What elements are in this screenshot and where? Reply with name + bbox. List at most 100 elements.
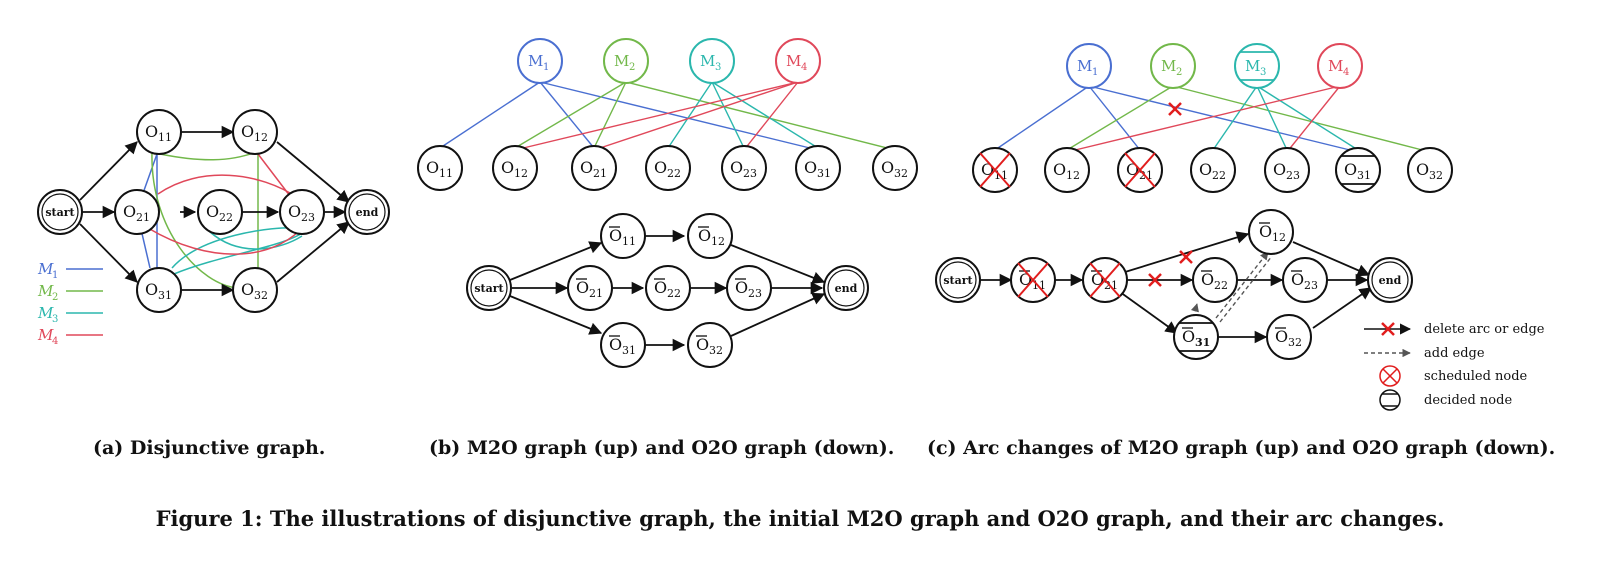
svg-text:O: O <box>698 226 711 245</box>
panel-c-o2o-end <box>1367 257 1413 303</box>
svg-text:O: O <box>1201 270 1214 289</box>
panel-b-o2o-arcs <box>509 229 826 352</box>
panel-c-machine-2 <box>1150 43 1196 89</box>
svg-text:1: 1 <box>543 62 549 73</box>
panel-c-o2o-arcs <box>980 231 1373 344</box>
svg-text:23: 23 <box>1286 169 1300 182</box>
panel-a-end-label: end <box>356 206 379 219</box>
legend-add-label: add edge <box>1424 346 1485 361</box>
panel-a-node-end <box>344 189 390 235</box>
svg-text:12: 12 <box>1066 169 1080 182</box>
svg-text:2: 2 <box>52 292 58 303</box>
svg-text:M: M <box>700 52 715 70</box>
svg-text:O: O <box>696 335 709 354</box>
panel-b-op-o31 <box>795 145 841 191</box>
svg-text:M: M <box>1077 57 1092 75</box>
scheduled-node-icon <box>1379 365 1401 387</box>
svg-text:O: O <box>1199 160 1212 179</box>
svg-text:32: 32 <box>709 344 723 357</box>
svg-text:O: O <box>206 202 219 221</box>
svg-text:M: M <box>37 282 54 300</box>
panel-c-o2o-o31-decided <box>1173 314 1219 360</box>
svg-text:12: 12 <box>1272 231 1286 244</box>
svg-text:M: M <box>1245 57 1260 75</box>
panel-b-machine-1 <box>517 38 563 84</box>
svg-text:O: O <box>609 335 622 354</box>
panel-b-op-o23 <box>721 145 767 191</box>
decided-node-icon <box>1379 389 1401 411</box>
caption-c: (c) Arc changes of M2O graph (up) and O2… <box>927 437 1556 459</box>
panel-a-o21-sub: 21 <box>136 211 150 224</box>
panel-a-node-o21 <box>114 189 160 235</box>
panel-b-op-o21 <box>571 145 617 191</box>
panel-c-o2o-start <box>935 257 981 303</box>
panel-c-op-o23 <box>1264 147 1310 193</box>
panel-b-o2o-start <box>466 265 512 311</box>
svg-text:O: O <box>1291 270 1304 289</box>
svg-text:M: M <box>614 52 629 70</box>
svg-text:start: start <box>943 274 973 287</box>
panel-c-op-o31-decided <box>1335 147 1381 193</box>
svg-text:O: O <box>580 158 593 177</box>
panel-b-o2o-o11 <box>600 213 646 259</box>
svg-text:O: O <box>576 278 589 297</box>
svg-text:end: end <box>835 282 858 295</box>
svg-text:end: end <box>1379 274 1402 287</box>
svg-text:O: O <box>804 158 817 177</box>
panel-a-o12-sub: 12 <box>254 131 268 144</box>
panel-b-o2o-o12 <box>687 213 733 259</box>
panel-b-op-o11 <box>417 145 463 191</box>
panel-a-conjunctive-arcs <box>79 125 350 297</box>
caption-a: (a) Disjunctive graph. <box>93 437 326 459</box>
panel-b-op-o12 <box>492 145 538 191</box>
svg-text:O: O <box>241 280 254 299</box>
panel-a-node-o11 <box>136 109 182 155</box>
svg-text:4: 4 <box>801 62 807 73</box>
svg-text:O: O <box>123 202 136 221</box>
svg-text:O: O <box>426 158 439 177</box>
panel-c-machine-3-decided <box>1234 43 1280 89</box>
svg-text:22: 22 <box>1212 169 1226 182</box>
panel-b-machine-3 <box>689 38 735 84</box>
svg-text:3: 3 <box>715 62 721 73</box>
panel-b-m2o-edges <box>439 81 896 151</box>
panel-c-m2o-delete-mark <box>1168 102 1182 116</box>
svg-text:21: 21 <box>589 287 603 300</box>
panel-b-o2o-o21 <box>567 265 613 311</box>
svg-text:3: 3 <box>52 314 58 325</box>
caption-b: (b) M2O graph (up) and O2O graph (down). <box>429 437 895 459</box>
svg-text:O: O <box>1275 327 1288 346</box>
svg-text:2: 2 <box>1176 67 1182 78</box>
panel-b-op-o22 <box>645 145 691 191</box>
panel-b-o2o-o31 <box>600 322 646 368</box>
panel-b-o2o-o23 <box>726 265 772 311</box>
svg-text:O: O <box>501 158 514 177</box>
panel-c-op-o32 <box>1407 147 1453 193</box>
svg-text:O: O <box>1344 160 1357 179</box>
panel-c-o2o-o22 <box>1192 257 1238 303</box>
svg-text:11: 11 <box>622 235 636 248</box>
svg-text:O: O <box>730 158 743 177</box>
svg-text:O: O <box>1182 327 1195 346</box>
svg-text:O: O <box>241 122 254 141</box>
svg-text:32: 32 <box>1288 336 1302 349</box>
svg-text:2: 2 <box>629 62 635 73</box>
figure-caption: Figure 1: The illustrations of disjuncti… <box>155 506 1445 531</box>
svg-text:12: 12 <box>514 167 528 180</box>
svg-text:23: 23 <box>748 287 762 300</box>
svg-text:start: start <box>474 282 504 295</box>
svg-text:31: 31 <box>817 167 831 180</box>
panel-c-op-o22 <box>1190 147 1236 193</box>
panel-b-o2o-end <box>823 265 869 311</box>
svg-text:31: 31 <box>1357 169 1371 182</box>
svg-text:O: O <box>1416 160 1429 179</box>
svg-text:O: O <box>1053 160 1066 179</box>
svg-text:4: 4 <box>52 336 58 347</box>
panel-c-m2o-edges <box>994 85 1431 153</box>
panel-a-o11-sub: 11 <box>158 131 172 144</box>
svg-text:O: O <box>735 278 748 297</box>
svg-text:12: 12 <box>711 235 725 248</box>
legend-scheduled-label: scheduled node <box>1424 369 1528 384</box>
